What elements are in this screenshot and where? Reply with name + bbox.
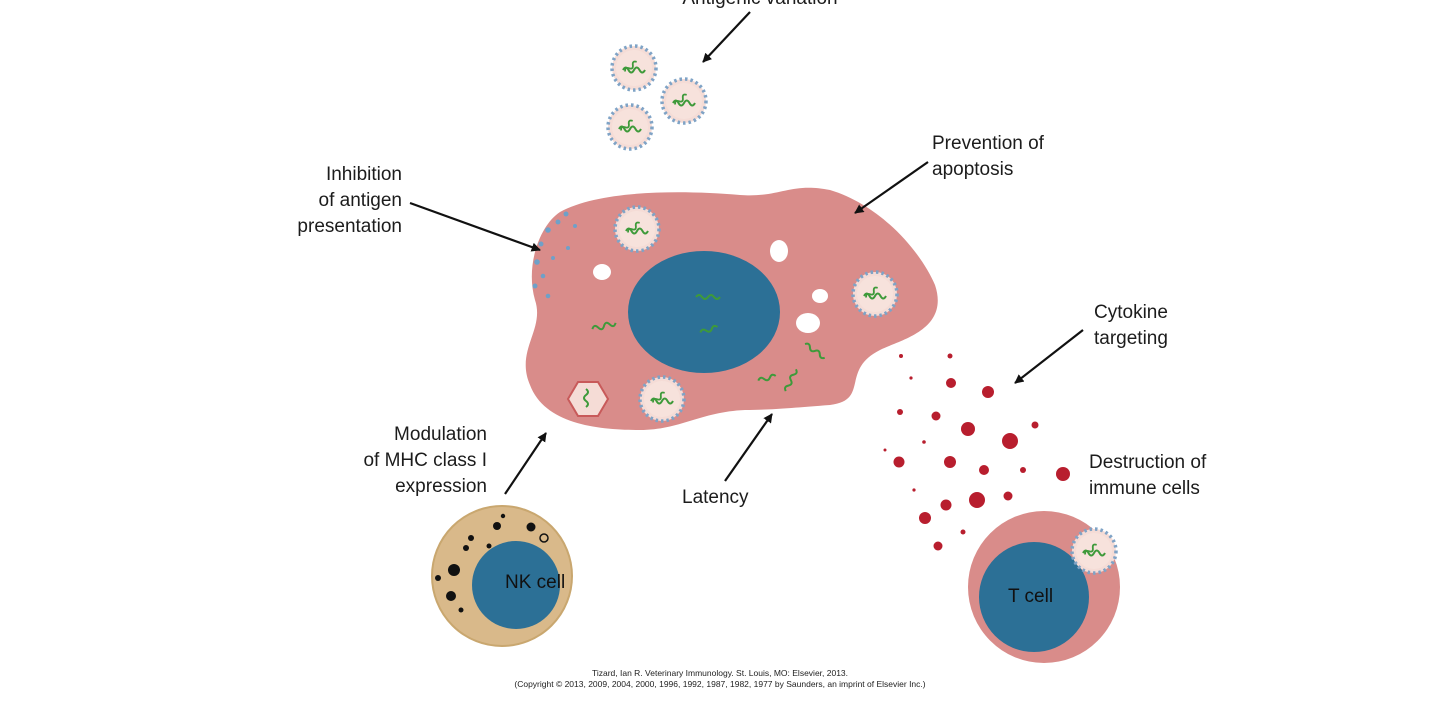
arrows <box>409 11 1084 495</box>
viral-genomes <box>591 294 826 392</box>
label-cytokine-targeting: Cytokine targeting <box>1094 300 1168 352</box>
label-line: Destruction of <box>1089 452 1207 473</box>
label-line: immune cells <box>1089 478 1200 499</box>
intracellular-virions <box>566 205 899 423</box>
label-nk-cell: NK cell <box>505 572 566 593</box>
label-line: apoptosis <box>932 159 1014 180</box>
label-line: Inhibition <box>325 164 402 185</box>
arrow-cytokine <box>1014 329 1084 384</box>
label-antigenic-variation: Antigenic variation <box>655 0 865 12</box>
arrow-apoptosis <box>854 161 929 214</box>
free-virions <box>606 44 708 151</box>
label-prevention-apoptosis: Prevention of apoptosis <box>932 131 1044 183</box>
label-line: Cytokine <box>1094 302 1168 323</box>
credit-line-1: Tizard, Ian R. Veterinary Immunology. St… <box>591 668 849 678</box>
mhc-speckles <box>532 211 577 299</box>
label-line: targeting <box>1094 328 1168 349</box>
label-destruction-immune-cells: Destruction of immune cells <box>1089 450 1206 502</box>
label-line: expression <box>395 476 487 497</box>
label-modulation-mhc: Modulation of MHC class I expression <box>320 422 487 500</box>
label-t-cell: T cell <box>1008 586 1054 607</box>
label-line: of MHC class I <box>363 450 487 471</box>
host-nucleus <box>628 251 780 373</box>
credit-line-2: (Copyright © 2013, 2009, 2004, 2000, 199… <box>514 679 926 689</box>
arrow-latency <box>724 413 773 482</box>
arrow-antigenic-variation <box>702 11 751 63</box>
nk-cell <box>431 505 573 647</box>
label-line: presentation <box>297 216 402 237</box>
label-inhibition-antigen-presentation: Inhibition of antigen presentation <box>250 162 402 240</box>
cytokine-dots <box>883 353 1070 551</box>
t-cell <box>968 511 1120 663</box>
arrow-inhibition <box>409 201 541 252</box>
label-line: of antigen <box>318 190 402 211</box>
arrow-modulation <box>504 432 547 495</box>
label-line: Prevention of <box>932 133 1044 154</box>
label-line: Modulation <box>394 424 487 445</box>
label-latency: Latency <box>682 487 749 508</box>
vacuoles <box>593 240 828 333</box>
